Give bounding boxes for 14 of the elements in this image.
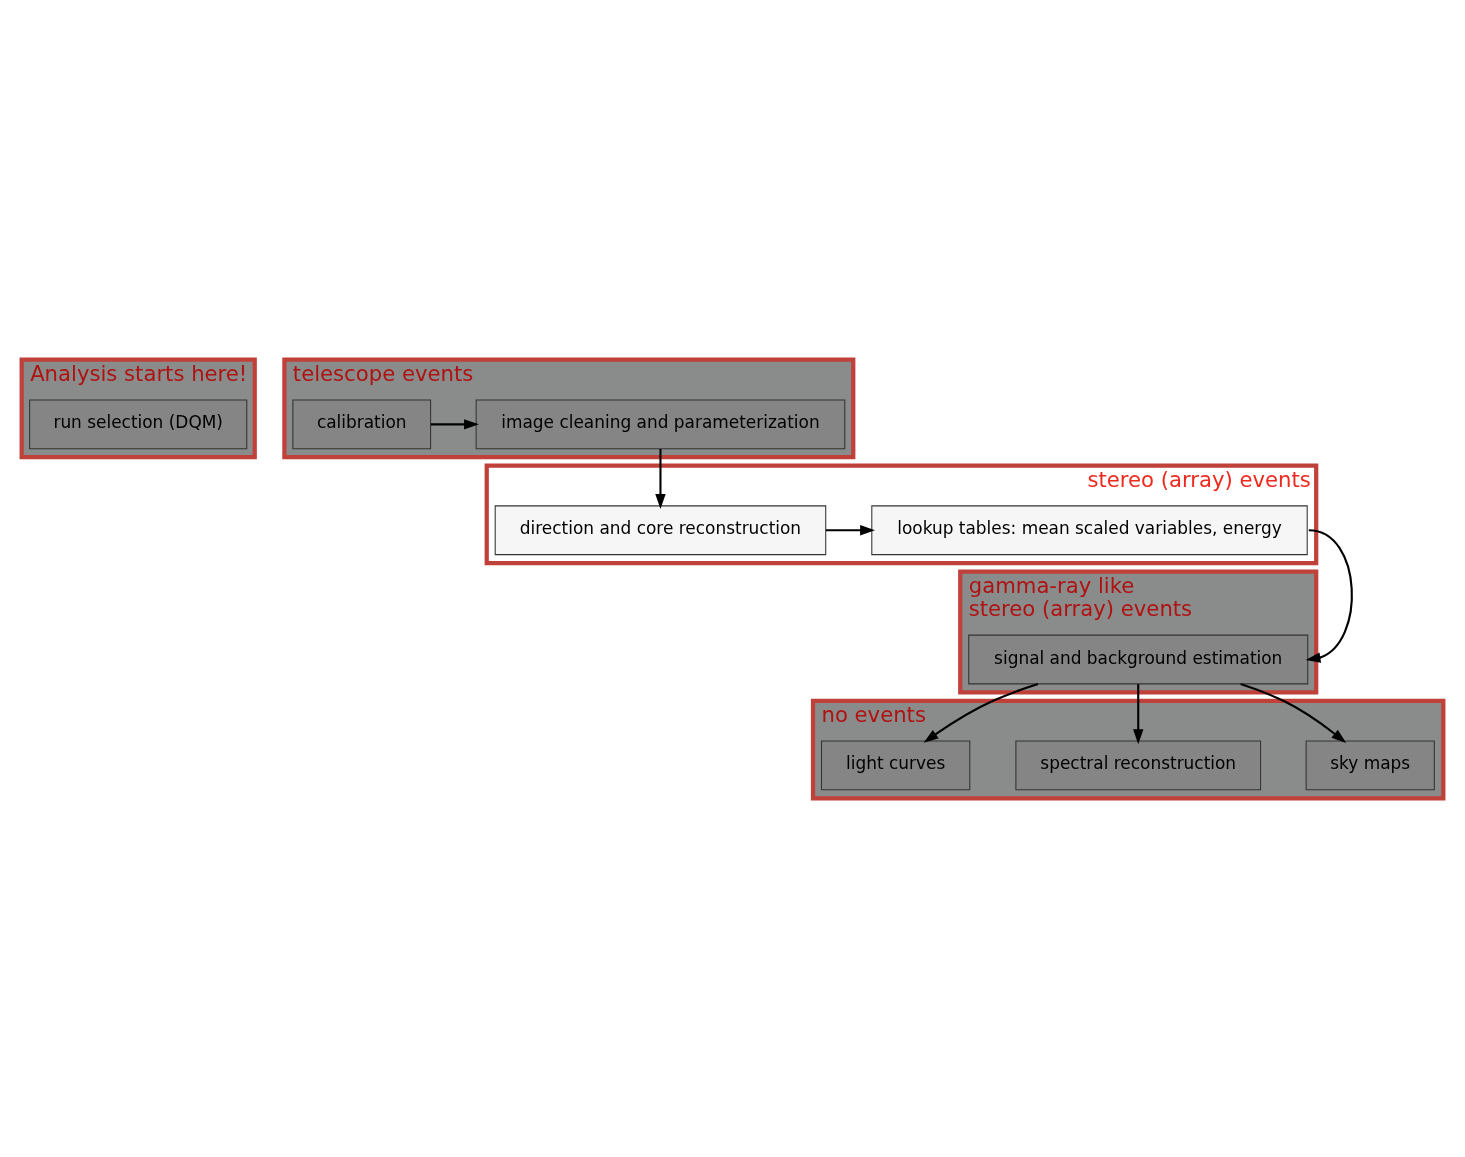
node-box: spectral reconstruction (1015, 740, 1262, 790)
node-box: light curves (820, 740, 971, 790)
arrow (655, 448, 666, 509)
node-box: signal and background estimation (968, 634, 1309, 684)
node-box: direction and core reconstruction (494, 504, 827, 555)
node-box: lookup tables: mean scaled variables, energy (871, 504, 1308, 555)
node-box: calibration (292, 398, 432, 449)
node-box: run selection (DQM) (29, 398, 248, 449)
arrow (430, 418, 479, 430)
node-box: sky maps (1305, 740, 1435, 790)
arrow (825, 524, 875, 535)
arrow (1240, 682, 1347, 743)
node-box: image cleaning and parameterization (475, 398, 846, 449)
arrow (1133, 683, 1144, 744)
